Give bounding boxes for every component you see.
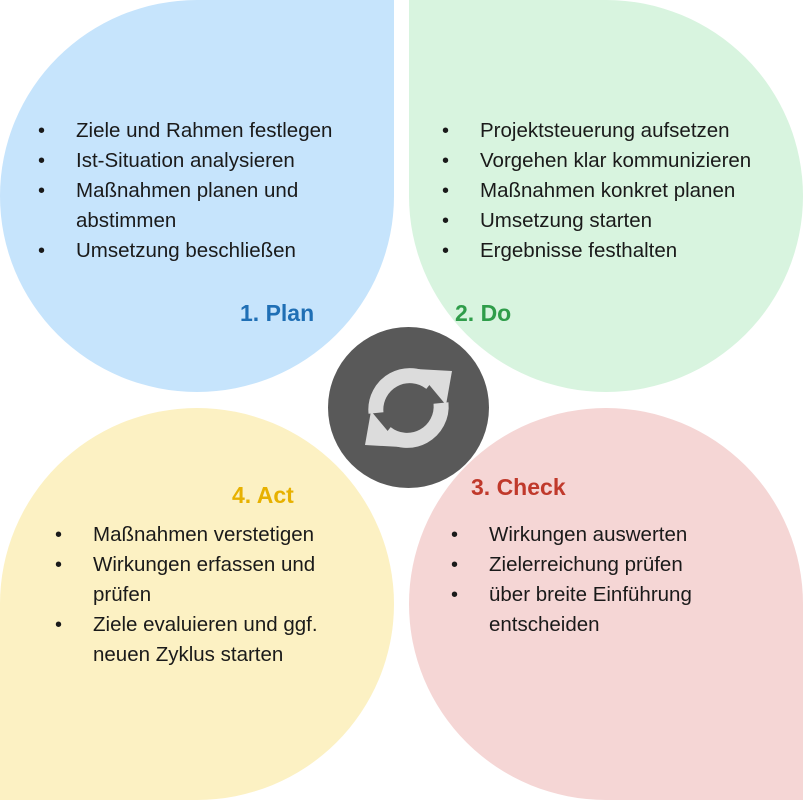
sync-arrows-icon (365, 368, 452, 448)
do-list: Projektsteuerung aufsetzen Vorgehen klar… (442, 116, 782, 266)
act-list: Maßnahmen verstetigen Wirkungen erfassen… (55, 520, 365, 670)
check-title: 3. Check (471, 474, 566, 500)
do-item: Umsetzung starten (442, 206, 782, 236)
act-item: Maßnahmen verstetigen (55, 520, 365, 550)
plan-title: 1. Plan (240, 300, 315, 326)
do-title: 2. Do (455, 300, 512, 326)
check-list: Wirkungen auswerten Zielerreichung prüfe… (451, 520, 761, 640)
plan-item: Maßnahmen planen und abstimmen (38, 176, 378, 236)
plan-item: Ist-Situation analysieren (38, 146, 378, 176)
cycle-hub (328, 327, 489, 488)
do-item: Ergebnisse festhalten (442, 236, 782, 266)
act-item: Ziele evaluieren und ggf. neuen Zyklus s… (55, 610, 365, 670)
check-item: Wirkungen auswerten (451, 520, 761, 550)
do-item: Projektsteuerung aufsetzen (442, 116, 782, 146)
check-item: Zielerreichung prüfen (451, 550, 761, 580)
plan-list: Ziele und Rahmen festlegen Ist-Situation… (38, 116, 378, 266)
do-item: Vorgehen klar kommunizieren (442, 146, 782, 176)
check-item: über breite Einführung entscheiden (451, 580, 761, 640)
do-item: Maßnahmen konkret planen (442, 176, 782, 206)
plan-item: Umsetzung beschließen (38, 236, 378, 266)
act-item: Wirkungen erfassen und prüfen (55, 550, 365, 610)
act-title: 4. Act (232, 482, 294, 508)
plan-item: Ziele und Rahmen festlegen (38, 116, 378, 146)
